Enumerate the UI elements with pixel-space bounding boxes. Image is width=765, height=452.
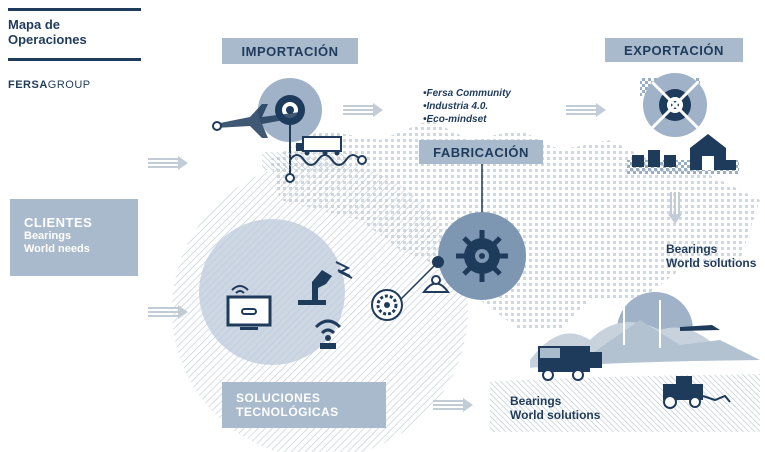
bullet-item: •Fersa Community bbox=[423, 88, 511, 99]
fabrication-bullets: •Fersa Community •Industria 4.0. •Eco-mi… bbox=[423, 87, 511, 126]
factory-graphic bbox=[399, 163, 526, 301]
title-line-2: Operaciones bbox=[8, 32, 87, 47]
logo-regular: GROUP bbox=[47, 79, 91, 91]
export-caption-line-1: Bearings bbox=[666, 242, 718, 256]
bullet-item: •Industria 4.0. bbox=[423, 101, 489, 112]
clientes-line-1: Bearings bbox=[24, 230, 72, 242]
clientes-line-2: World needs bbox=[24, 243, 90, 255]
landscape-graphic bbox=[480, 292, 760, 432]
logo-bold: FERSA bbox=[8, 79, 48, 91]
import-graphic bbox=[212, 78, 367, 183]
soluciones-box: SOLUCIONES TECNOLÓGICAS bbox=[222, 382, 386, 428]
bottom-caption-line-2: World solutions bbox=[510, 408, 601, 422]
exportacion-label: EXPORTACIÓN bbox=[605, 38, 743, 62]
technology-icons bbox=[226, 261, 403, 349]
soluciones-line-2: TECNOLÓGICAS bbox=[236, 405, 339, 419]
bullet-item: •Eco-mindset bbox=[423, 114, 487, 125]
bottom-caption: Bearings World solutions bbox=[510, 394, 600, 422]
flow-arrows bbox=[148, 103, 682, 412]
fabricacion-label: FABRICACIÓN bbox=[419, 140, 543, 164]
fersa-logo: FERSAGROUP bbox=[8, 75, 91, 93]
title-top-bar bbox=[8, 8, 141, 11]
solutions-solid-circle bbox=[199, 219, 345, 365]
bottom-caption-line-1: Bearings bbox=[510, 394, 562, 408]
clientes-box: CLIENTES Bearings World needs bbox=[10, 199, 138, 276]
export-graphic bbox=[627, 73, 739, 174]
title-line-1: Mapa de bbox=[8, 17, 61, 32]
export-caption-line-2: World solutions bbox=[666, 256, 757, 270]
clientes-heading: CLIENTES bbox=[24, 215, 93, 230]
export-caption: Bearings World solutions bbox=[666, 242, 756, 270]
soluciones-line-1: SOLUCIONES bbox=[236, 391, 321, 405]
title-bottom-bar bbox=[8, 58, 141, 61]
importacion-label: IMPORTACIÓN bbox=[222, 38, 358, 64]
page-title: Mapa de Operaciones bbox=[8, 17, 87, 47]
